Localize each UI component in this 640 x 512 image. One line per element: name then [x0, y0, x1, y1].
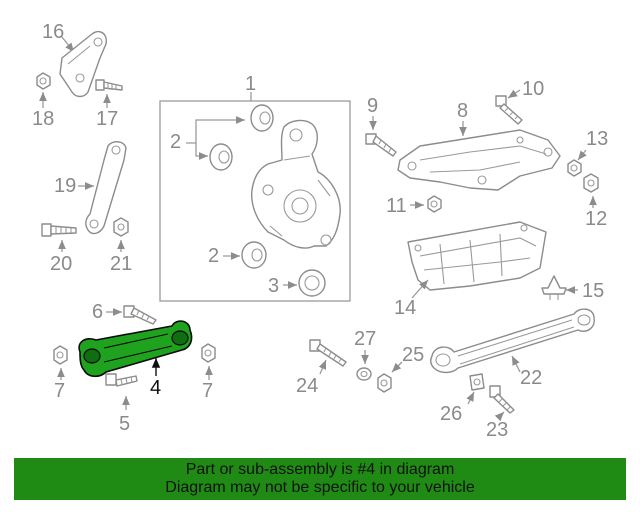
- callout-4: 4: [150, 377, 161, 399]
- callout-23: 23: [486, 419, 508, 441]
- callout-17: 17: [96, 108, 118, 130]
- callout-2-lower: 2: [208, 245, 219, 267]
- bolt-10: [495, 95, 523, 125]
- callout-18: 18: [32, 108, 54, 130]
- nut-25: [377, 373, 392, 393]
- callout-21: 21: [110, 253, 132, 275]
- callout-26: 26: [440, 403, 462, 425]
- bolt-9: [365, 133, 397, 157]
- bushing-upper-right: [250, 104, 274, 132]
- banner-line-2: Diagram may not be specific to your vehi…: [165, 479, 475, 496]
- lower-control-arm-4-highlighted: [78, 320, 193, 378]
- bushing-lower: [241, 241, 267, 269]
- callout-15: 15: [582, 280, 604, 302]
- callout-6: 6: [92, 301, 103, 323]
- washer-27: [356, 367, 372, 381]
- callout-10: 10: [522, 78, 544, 100]
- bolt-17: [95, 79, 123, 91]
- parts-diagram: 1 2 2 3 16: [32, 21, 608, 441]
- callout-11: 11: [386, 195, 407, 217]
- bolt-5: [105, 373, 138, 387]
- callout-2-upper: 2: [170, 131, 181, 153]
- callout-1: 1: [245, 73, 256, 95]
- lateral-link-22: [429, 308, 595, 374]
- callout-8: 8: [457, 100, 468, 122]
- knuckle-group-box: [159, 100, 351, 302]
- link-19: [85, 141, 127, 235]
- callout-13: 13: [586, 128, 608, 150]
- callout-25: 25: [402, 344, 424, 366]
- nut-21: [113, 217, 129, 237]
- callout-19: 19: [54, 175, 76, 197]
- bolt-24: [309, 339, 347, 367]
- callout-7-right: 7: [202, 380, 213, 402]
- nut-12: [583, 173, 599, 193]
- callout-14: 14: [394, 297, 416, 319]
- nut-18: [36, 72, 51, 90]
- bolt-23: [489, 385, 515, 414]
- info-banner: Part or sub-assembly is #4 in diagram Di…: [14, 458, 626, 500]
- bracket-16: [59, 30, 107, 98]
- callout-12: 12: [585, 208, 607, 230]
- callout-3: 3: [268, 275, 279, 297]
- callout-22: 22: [520, 367, 542, 389]
- nut-7-left: [53, 345, 68, 365]
- callout-24: 24: [296, 375, 318, 397]
- bolt-20: [41, 223, 77, 237]
- steering-knuckle: [251, 119, 341, 249]
- callout-27: 27: [354, 328, 376, 350]
- crossmember-8: [397, 129, 561, 191]
- nut-13: [567, 159, 582, 177]
- clip-15: [541, 275, 567, 300]
- callout-9: 9: [367, 95, 378, 117]
- bushing-3: [298, 269, 326, 297]
- nut-11: [427, 195, 442, 213]
- callout-7-left: 7: [54, 380, 65, 402]
- bushing-upper-left: [209, 143, 233, 171]
- banner-line-1: Part or sub-assembly is #4 in diagram: [185, 461, 455, 478]
- plate-26: [469, 373, 485, 391]
- bolt-6: [123, 305, 157, 325]
- nut-7-right: [201, 343, 216, 363]
- callout-20: 20: [50, 253, 72, 275]
- callout-16: 16: [42, 21, 64, 43]
- callout-5: 5: [119, 413, 130, 435]
- shield-14: [407, 221, 547, 291]
